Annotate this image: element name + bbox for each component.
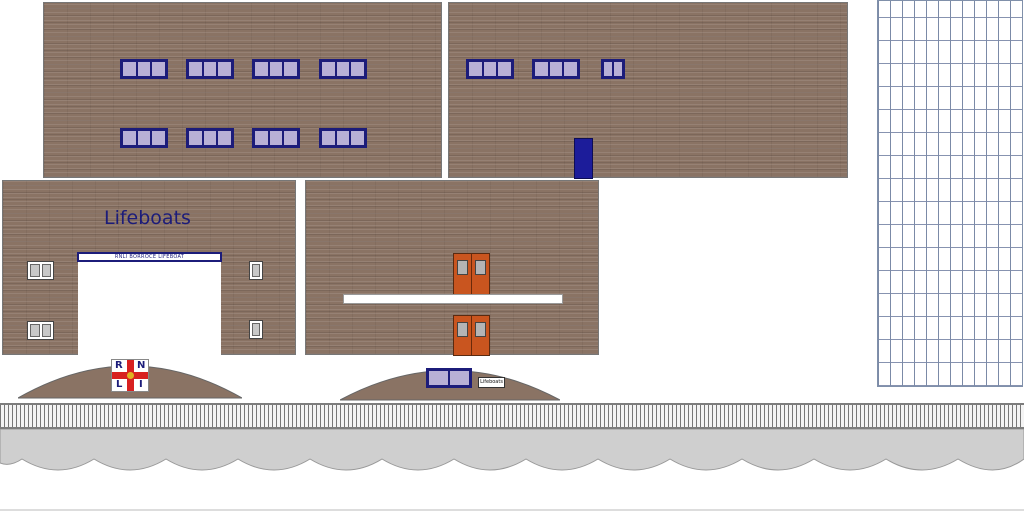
- window: [249, 261, 263, 280]
- rnli-letter: L: [116, 379, 123, 390]
- window: [252, 59, 300, 79]
- orange-double-door-upper: [453, 253, 490, 295]
- window: [466, 59, 514, 79]
- arch-window: [426, 368, 472, 388]
- rnli-letter: R: [115, 360, 123, 371]
- window: [27, 321, 54, 340]
- window: [186, 59, 234, 79]
- boathouse-facade: Lifeboats RNLI BORROCE LIFEBOAT: [2, 180, 296, 356]
- rnli-letter: I: [139, 379, 143, 390]
- rnli-flag: R N L I: [111, 359, 149, 392]
- white-balcony-ledge: [343, 294, 563, 304]
- small-roof-label: Lifeboats: [478, 377, 505, 388]
- window: [601, 59, 625, 79]
- window: [249, 320, 263, 339]
- window: [532, 59, 580, 79]
- rnli-anchor-icon: [127, 372, 134, 379]
- blue-door: [574, 138, 593, 179]
- road-scalloped-strip: [0, 429, 1024, 512]
- upper-left-facade: [43, 2, 442, 178]
- window: [120, 128, 168, 148]
- window: [120, 59, 168, 79]
- rnli-letter: N: [137, 360, 146, 371]
- boathouse-doorway: [78, 262, 221, 356]
- boathouse-banner: RNLI BORROCE LIFEBOAT: [77, 252, 222, 262]
- window: [252, 128, 300, 148]
- middle-facade: [305, 180, 599, 356]
- window: [27, 261, 54, 280]
- orange-double-door-lower: [453, 315, 490, 356]
- fence-railing: [0, 403, 1024, 429]
- window: [319, 59, 367, 79]
- boathouse-sign: Lifeboats: [104, 207, 191, 229]
- window: [319, 128, 367, 148]
- upper-right-facade: [448, 2, 848, 179]
- roof-grid-panel: [877, 0, 1023, 387]
- window: [186, 128, 234, 148]
